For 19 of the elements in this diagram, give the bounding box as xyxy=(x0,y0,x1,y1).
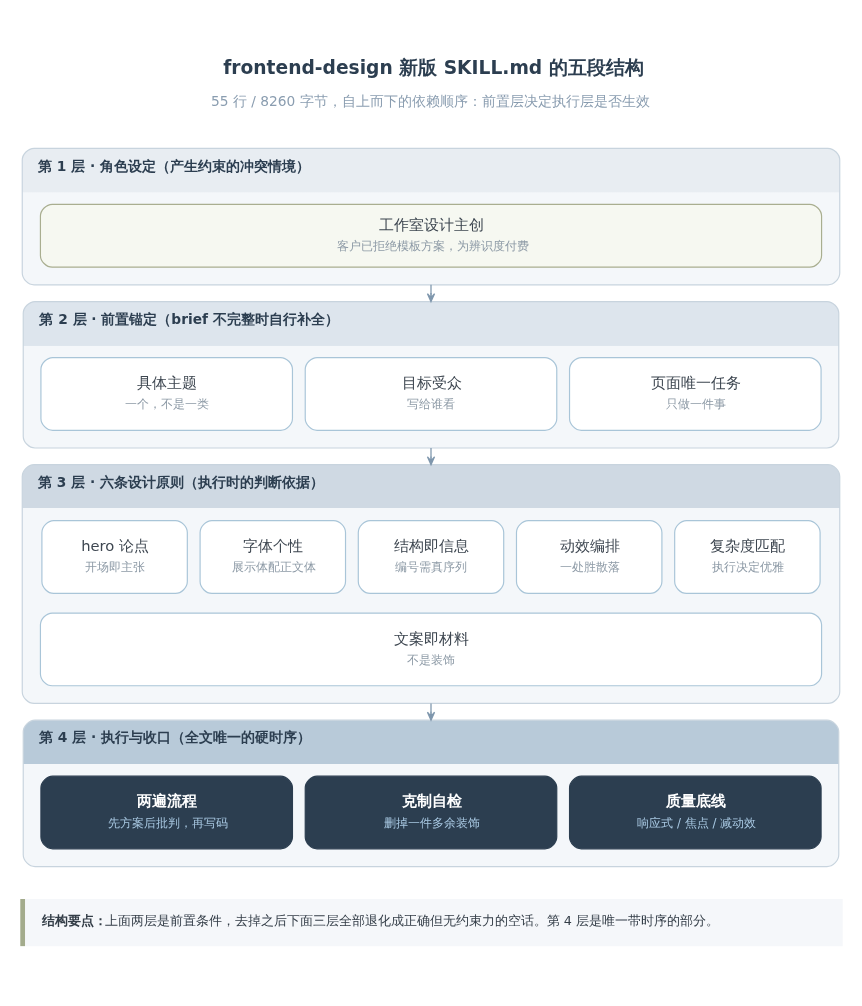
node-box: 克制自检 删掉一件多余装饰 xyxy=(304,775,558,850)
node-box: 字体个性 展示体配正文体 xyxy=(199,520,347,594)
node-box: 两遍流程 先方案后批判，再写码 xyxy=(40,775,294,850)
node-box: 文案即材料 不是装饰 xyxy=(39,612,823,687)
arrow xyxy=(426,284,436,303)
label: 结构要点：上面两层是前置条件，去掉之后下面三层全部退化成正确但无约束力的空话。第 4 层是唯一带时序的部分。 xyxy=(41,912,720,928)
node-box: 结构即信息 编号需真序列 xyxy=(357,520,505,594)
node-box: 复杂度匹配 执行决定优雅 xyxy=(674,520,821,594)
label: 55 行 / 8260 字节，自上而下的依赖顺序：前置层决定执行层是否生效 xyxy=(210,92,650,109)
node-box: 页面唯一任务 只做一件事 xyxy=(568,357,822,431)
diagram-title: frontend-design 新版 SKILL.md 的五段结构 xyxy=(223,56,644,78)
node-box: hero 论点 开场即主张 xyxy=(41,520,188,594)
node-box: 质量底线 响应式 / 焦点 / 减动效 xyxy=(568,775,822,850)
arrow xyxy=(426,702,436,721)
node-box: 目标受众 写给谁看 xyxy=(304,357,558,431)
node-box: 工作室设计主创 客户已拒绝模板方案，为辨识度付费 xyxy=(39,203,823,268)
node-box: 具体主题 一个，不是一类 xyxy=(40,357,294,431)
node-box: 动效编排 一处胜散落 xyxy=(515,520,663,594)
arrow xyxy=(426,447,436,466)
